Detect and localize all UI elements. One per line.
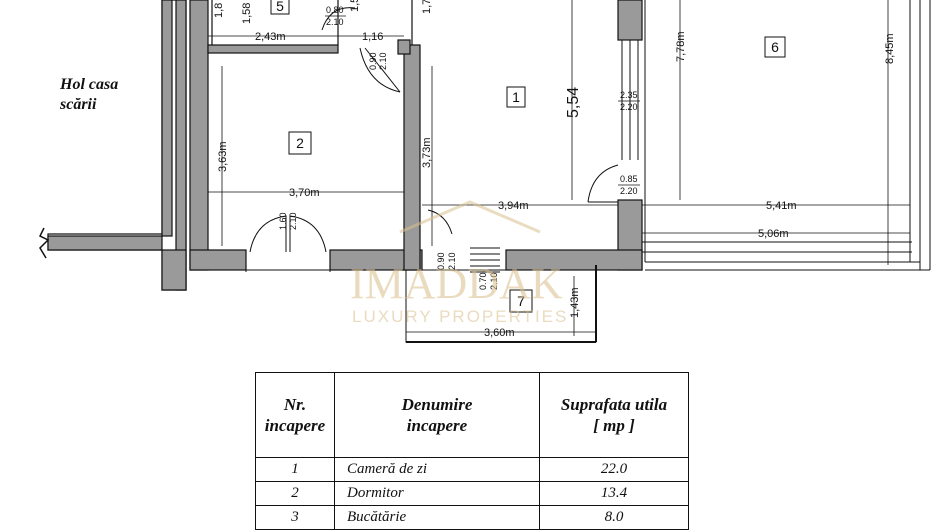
svg-text:0.90: 0.90 bbox=[436, 252, 446, 270]
svg-text:2.10: 2.10 bbox=[378, 52, 388, 70]
glazed-partition bbox=[621, 40, 639, 160]
dim-5-06: 5,06m bbox=[758, 228, 789, 240]
opening-label-2: 0.90 2.10 bbox=[368, 52, 388, 70]
hol-label-line2: scării bbox=[59, 96, 97, 113]
room-number-2: 2 bbox=[288, 131, 312, 155]
dim-3-60: 3,60m bbox=[484, 327, 515, 339]
cell-area: 8.0 bbox=[539, 505, 689, 530]
dim-2-43: 2,43m bbox=[255, 31, 286, 43]
opening-label-7: 0.70 2.10 bbox=[478, 272, 499, 290]
svg-text:2.35: 2.35 bbox=[620, 90, 638, 100]
header-area: Suprafata utila [ mp ] bbox=[539, 372, 689, 458]
svg-text:2.10: 2.10 bbox=[447, 252, 457, 270]
cell-name: Bucătărie bbox=[334, 505, 540, 530]
dim-3-63: 3,63m bbox=[217, 141, 229, 172]
hol-label-line1: Hol casa bbox=[59, 76, 118, 93]
inner-thin-walls bbox=[211, 0, 413, 45]
table-row: 1 Cameră de zi 22.0 bbox=[255, 457, 689, 482]
watermark-logo: IMADDAK LUXURY PROPERTIES bbox=[350, 200, 568, 326]
dim-3-73: 3,73m bbox=[421, 137, 433, 168]
svg-text:2.10: 2.10 bbox=[489, 272, 499, 290]
cell-area: 13.4 bbox=[539, 481, 689, 506]
watermark-brand: IMADDAK bbox=[350, 259, 563, 308]
svg-text:1: 1 bbox=[512, 89, 520, 105]
svg-text:0.90: 0.90 bbox=[368, 52, 378, 70]
opening-label-6: 0.90 2.10 bbox=[436, 252, 457, 270]
dim-3-94: 3,94m bbox=[498, 200, 529, 212]
cell-nr: 1 bbox=[255, 457, 335, 482]
cell-name: Dormitor bbox=[334, 481, 540, 506]
living-walls bbox=[505, 0, 643, 271]
dim-1-8: 1,8 bbox=[213, 3, 225, 18]
french-door bbox=[245, 215, 331, 272]
stair-steps bbox=[470, 247, 500, 273]
cell-nr: 3 bbox=[255, 505, 335, 530]
opening-label-4: 0.85 2.20 bbox=[618, 174, 640, 196]
opening-label-1: 0.80 2.10 bbox=[325, 5, 346, 27]
room-number-7: 7 bbox=[509, 289, 533, 313]
svg-text:5: 5 bbox=[276, 0, 284, 14]
dim-1-58: 1,58 bbox=[241, 3, 253, 24]
wall-break-symbol bbox=[38, 227, 50, 259]
table-row: 3 Bucătărie 8.0 bbox=[255, 505, 689, 530]
cell-area: 22.0 bbox=[539, 457, 689, 482]
svg-text:7: 7 bbox=[517, 293, 525, 309]
dimension-lines bbox=[208, 0, 910, 336]
room-number-6: 6 bbox=[764, 36, 786, 58]
dim-1-43: 1,43m bbox=[569, 287, 581, 318]
dim-1-16: 1,16 bbox=[362, 31, 383, 43]
svg-text:0.80: 0.80 bbox=[326, 5, 344, 15]
svg-text:2.20: 2.20 bbox=[620, 102, 638, 112]
svg-text:0.85: 0.85 bbox=[620, 174, 638, 184]
table-header-row: Nr. incapere Denumire incapere Suprafata… bbox=[255, 372, 689, 458]
left-exterior-walls bbox=[47, 0, 187, 291]
dim-8-45: 8,45m bbox=[884, 33, 896, 64]
cell-name: Cameră de zi bbox=[334, 457, 540, 482]
dim-1-5: 1,5 bbox=[349, 0, 361, 12]
cell-nr: 2 bbox=[255, 481, 335, 506]
dim-5-54: 5,54 bbox=[565, 87, 582, 118]
room-number-5: 5 bbox=[270, 0, 290, 15]
dim-1-7: 1,7 bbox=[421, 0, 433, 14]
header-nr: Nr. incapere bbox=[255, 372, 335, 458]
svg-text:2: 2 bbox=[296, 135, 304, 151]
opening-label-5: 1.60 2.10 bbox=[278, 212, 298, 230]
svg-text:0.70: 0.70 bbox=[478, 272, 488, 290]
room-number-1: 1 bbox=[506, 86, 526, 108]
table-row: 2 Dormitor 13.4 bbox=[255, 481, 689, 506]
header-name: Denumire incapere bbox=[334, 372, 540, 458]
balcony-7 bbox=[405, 265, 597, 343]
svg-text:2.20: 2.20 bbox=[620, 186, 638, 196]
bedroom-walls bbox=[189, 0, 423, 271]
area-table: Nr. incapere Denumire incapere Suprafata… bbox=[255, 372, 689, 530]
dim-5-41: 5,41m bbox=[766, 200, 797, 212]
room6-outline bbox=[642, 0, 931, 271]
svg-text:6: 6 bbox=[771, 39, 779, 55]
dim-7-78: 7,78m bbox=[675, 31, 687, 62]
svg-text:2.10: 2.10 bbox=[326, 17, 344, 27]
door-swings bbox=[321, 7, 619, 235]
svg-text:1.60: 1.60 bbox=[278, 212, 288, 230]
opening-label-3: 2.35 2.20 bbox=[618, 90, 640, 112]
svg-text:2.10: 2.10 bbox=[288, 212, 298, 230]
dim-3-70: 3,70m bbox=[289, 187, 320, 199]
watermark-tagline: LUXURY PROPERTIES bbox=[352, 307, 568, 326]
